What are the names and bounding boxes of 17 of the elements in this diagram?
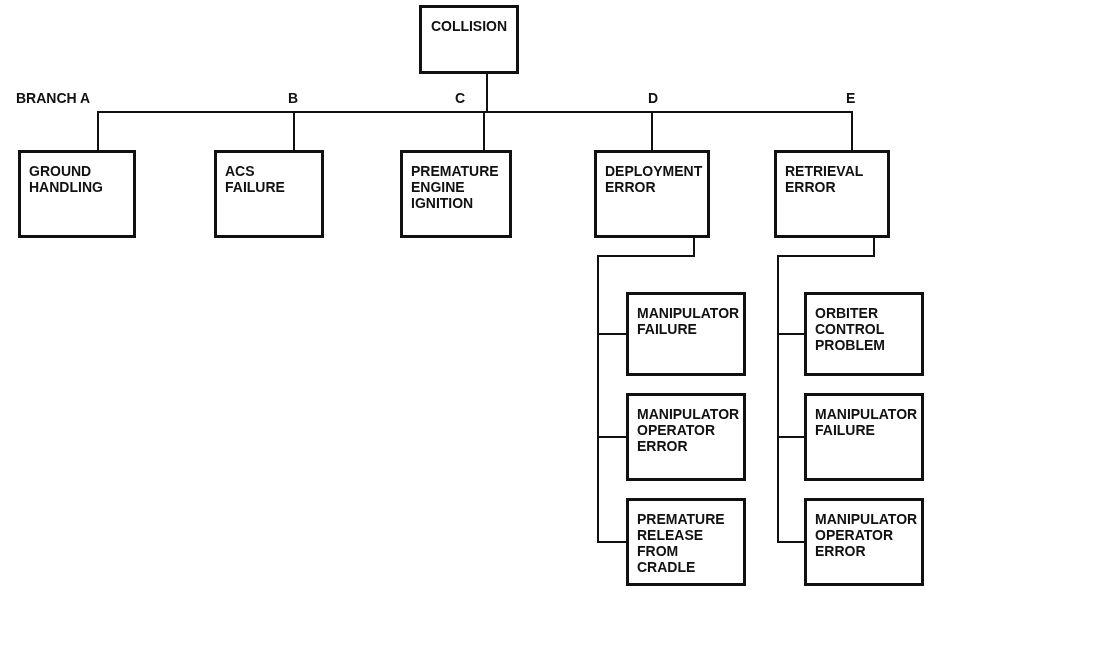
branch-label: BRANCH A (16, 90, 91, 106)
event-box: MANIPULATOR FAILURE (626, 292, 746, 376)
branch-label: C (455, 90, 466, 106)
event-box: ORBITER CONTROL PROBLEM (804, 292, 924, 376)
branch-label: E (846, 90, 856, 106)
event-box: MANIPULATOR FAILURE (804, 393, 924, 481)
event-box: MANIPULATOR OPERATOR ERROR (804, 498, 924, 586)
branch-label: B (288, 90, 299, 106)
event-box: ACS FAILURE (214, 150, 324, 238)
event-box: MANIPULATOR OPERATOR ERROR (626, 393, 746, 481)
event-box: PREMATURE ENGINE IGNITION (400, 150, 512, 238)
event-box: PREMATURE RELEASE FROM CRADLE (626, 498, 746, 586)
event-box: RETRIEVAL ERROR (774, 150, 890, 238)
event-box: DEPLOYMENT ERROR (594, 150, 710, 238)
event-box: GROUND HANDLING (18, 150, 136, 238)
branch-label: D (648, 90, 659, 106)
event-box: COLLISION (419, 5, 519, 74)
